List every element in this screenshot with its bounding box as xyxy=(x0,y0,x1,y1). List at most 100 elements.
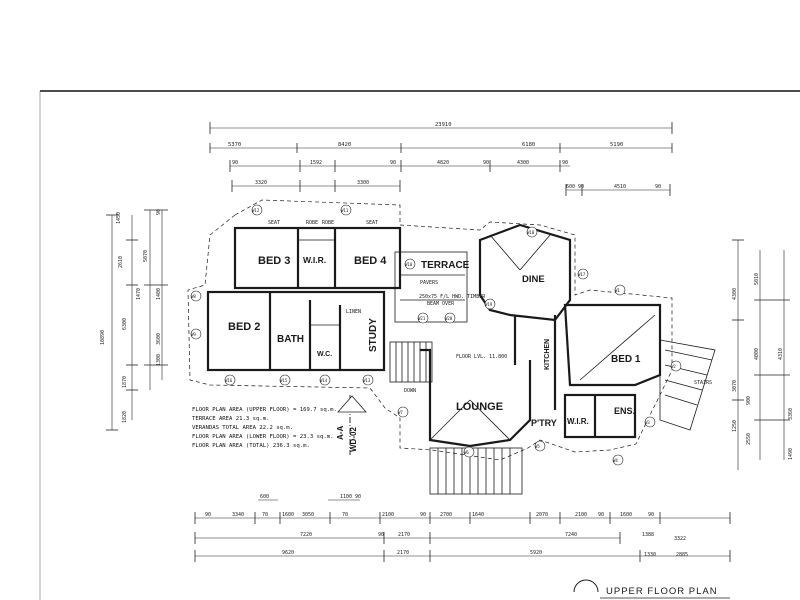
wall-bed2-block xyxy=(206,290,386,372)
window-tag: W3 xyxy=(645,420,650,425)
section-marker-ref: WD-02 xyxy=(349,427,358,452)
dim-bottom-1n: 1600 xyxy=(620,512,632,518)
dim-left-l: 1300 xyxy=(156,354,162,366)
window-tag: W18 xyxy=(527,230,535,235)
dim-bottom-1h: 90 xyxy=(420,512,426,518)
dim-top-3b: 3300 xyxy=(357,180,369,186)
label-linen: LINEN xyxy=(346,309,361,315)
window-tag: W10 xyxy=(405,262,413,267)
label-timber: 250x75 F/L HWD. TIMBER xyxy=(419,294,486,300)
room-study: STUDY xyxy=(368,318,379,352)
dim-top-2f: 4300 xyxy=(517,160,529,166)
label-beam: BEAM OVER xyxy=(427,301,455,307)
room-wir-top: W.I.R. xyxy=(303,255,326,265)
window-tag: W9 xyxy=(191,332,196,337)
dim-bottom-3b: 2170 xyxy=(397,550,409,556)
dim-top-4c: 4510 xyxy=(614,184,626,190)
side-stairs xyxy=(659,339,716,431)
wall-lounge xyxy=(420,348,532,448)
label-floor-level: FLOOR LVL. 11.800 xyxy=(456,354,507,360)
dim-bottom-2c: 2170 xyxy=(398,532,410,538)
window-tag: W16 xyxy=(225,378,233,383)
room-terrace: TERRACE xyxy=(421,260,470,271)
room-dine: DINE xyxy=(522,274,545,285)
window-tag: W7 xyxy=(398,410,403,415)
window-tag: W2 xyxy=(671,364,676,369)
room-bath: BATH xyxy=(277,334,304,345)
dim-top-2c: 90 xyxy=(390,160,396,166)
area-note-1: FLOOR PLAN AREA (UPPER FLOOR) = 169.7 sq… xyxy=(192,407,337,413)
label-robe-1: ROBE xyxy=(306,220,318,226)
room-bed1: BED 1 xyxy=(611,354,641,365)
window-tag: W4 xyxy=(613,458,618,463)
dim-top-1b: 8420 xyxy=(338,142,351,148)
window-tag: W13 xyxy=(363,378,371,383)
dim-bottom-2d: 7240 xyxy=(565,532,577,538)
room-ens: ENS. xyxy=(614,406,635,416)
dim-bottom-1a: 90 xyxy=(205,512,211,518)
window-tags: W12 W11 W10 W8 W9 W16 W15 W14 W13 W7 W6 … xyxy=(190,204,682,466)
dim-left-d: 1470 xyxy=(136,288,142,300)
dim-bottom-1k: 2070 xyxy=(536,512,548,518)
area-note-5: FLOOR PLAN AREA (TOTAL) 236.3 sq.m. xyxy=(192,443,310,449)
dim-right-e: 1250 xyxy=(732,420,738,432)
dim-bottom-1m: 90 xyxy=(598,512,604,518)
dim-bottom-1l: 2100 xyxy=(575,512,587,518)
dim-overall: 23910 xyxy=(435,122,452,128)
dim-bottom-1b: 3340 xyxy=(232,512,244,518)
window-tag: W5 xyxy=(535,444,540,449)
dim-bottom-1j: 1640 xyxy=(472,512,484,518)
room-wir-bed1: W.I.R. xyxy=(567,417,589,426)
wall-bedroom-block xyxy=(233,226,402,290)
dim-bottom-1c: 70 xyxy=(262,512,268,518)
label-stairs: STAIRS xyxy=(694,380,712,386)
window-tag: W14 xyxy=(320,378,328,383)
window-tag: W20 xyxy=(445,316,453,321)
wall-ensuite xyxy=(563,393,637,439)
window-tag: W19 xyxy=(485,302,493,307)
dim-bottom-2a: 7220 xyxy=(300,532,312,538)
dim-top-2e: 90 xyxy=(483,160,489,166)
room-kitchen: KITCHEN xyxy=(544,339,551,370)
dim-left-k: 90 xyxy=(156,209,162,215)
walls xyxy=(206,223,716,495)
dim-top-4b: 90 xyxy=(578,184,584,190)
dim-bottom-1i: 2700 xyxy=(440,512,452,518)
dim-bottom-1o: 90 xyxy=(648,512,654,518)
dim-bottom-3c: 5920 xyxy=(530,550,542,556)
front-stairs xyxy=(429,447,523,495)
area-note-4: FLOOR PLAN AREA (LOWER FLOOR) = 23.3 sq.… xyxy=(192,434,333,440)
room-bed2: BED 2 xyxy=(228,321,260,333)
wall-bed1 xyxy=(563,303,662,387)
window-tag: W6 xyxy=(464,450,469,455)
drawing-title: UPPER FLOOR PLAN xyxy=(606,586,718,597)
dim-bottom-2b: 90 xyxy=(378,532,384,538)
dim-top-2a: 90 xyxy=(232,160,238,166)
window-tag: W15 xyxy=(280,378,288,383)
room-ptry: P'TRY xyxy=(531,418,557,428)
dim-bottom-extra-f: 2885 xyxy=(676,552,688,558)
dim-right-b: 3070 xyxy=(732,380,738,392)
dim-top-1c: 6180 xyxy=(522,142,535,148)
dim-top-4d: 90 xyxy=(655,184,661,190)
dim-left-g: 6300 xyxy=(122,318,128,330)
label-down: DOWN xyxy=(404,388,416,394)
dim-left-j: 1820 xyxy=(122,411,128,423)
dim-bottom-3d: 3322 xyxy=(674,536,686,542)
left-dimensions: 1450 2610 5070 1470 1400 3600 6300 10890… xyxy=(100,209,168,431)
window-tag: W1 xyxy=(615,288,620,293)
dim-left-h: 10890 xyxy=(100,330,106,345)
dim-bottom-extra-d: 1388 xyxy=(642,532,654,538)
label-robe-2: ROBE xyxy=(322,220,334,226)
dim-right-i: 5010 xyxy=(754,273,760,285)
dim-bottom-extra-b: 1100 xyxy=(340,494,352,500)
dim-left-i: 1870 xyxy=(122,376,128,388)
dim-right-d: 4310 xyxy=(778,348,784,360)
dim-right-a: 4300 xyxy=(732,288,738,300)
area-schedule: FLOOR PLAN AREA (UPPER FLOOR) = 169.7 sq… xyxy=(192,407,337,449)
dim-bottom-1g: 2100 xyxy=(382,512,394,518)
area-note-2: TERRACE AREA 21.3 sq.m. xyxy=(192,416,269,422)
right-dimensions: 4300 3070 4000 4310 1250 900 2550 3360 5… xyxy=(732,239,794,470)
